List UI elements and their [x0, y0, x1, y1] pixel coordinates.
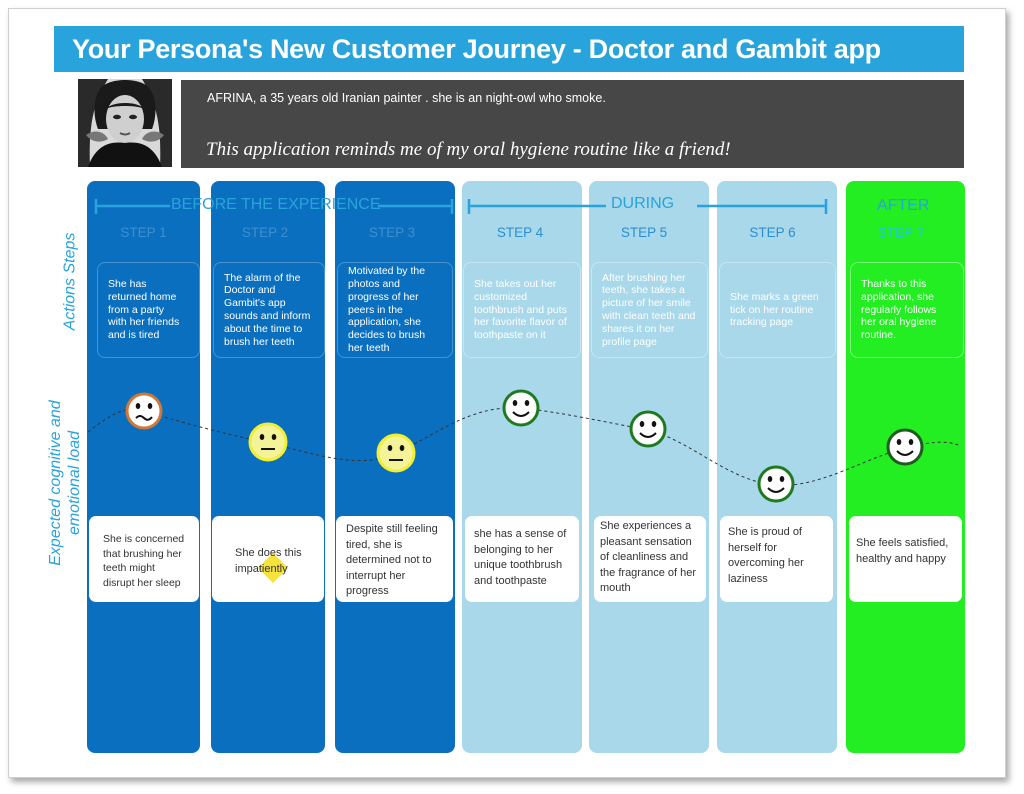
emotion-text-3: Despite still feeling tired, she is dete…: [346, 523, 438, 597]
emotion-card-6: She is proud of herself for overcoming h…: [720, 516, 833, 602]
emotion-card-3: Despite still feeling tired, she is dete…: [336, 516, 453, 602]
emotion-card-2: She does this impatiently: [212, 516, 324, 602]
smile-face-icon: [888, 430, 922, 464]
emotion-card-1: She is concerned that brushing her teeth…: [89, 516, 199, 602]
neutral-face-icon: [250, 424, 286, 460]
emotion-text-4: she has a sense of belonging to her uniq…: [474, 528, 566, 587]
emotion-card-7: She feels satisfied, healthy and happy: [849, 516, 962, 602]
emotion-card-5: She experiences a pleasant sensation of …: [594, 516, 706, 602]
smile-face-icon: [631, 412, 665, 446]
smile-face-icon: [759, 467, 793, 501]
emotion-text-7: She feels satisfied, healthy and happy: [856, 537, 948, 565]
neutral-face-icon: [378, 435, 414, 471]
worried-face-icon: [127, 394, 161, 428]
emotion-text-5: She experiences a pleasant sensation of …: [600, 520, 696, 594]
emotion-text-6: She is proud of herself for overcoming h…: [728, 526, 804, 585]
smile-face-icon: [504, 391, 538, 425]
emotion-text-1: She is concerned that brushing her teeth…: [103, 533, 184, 589]
emotion-card-4: she has a sense of belonging to her uniq…: [465, 516, 579, 602]
